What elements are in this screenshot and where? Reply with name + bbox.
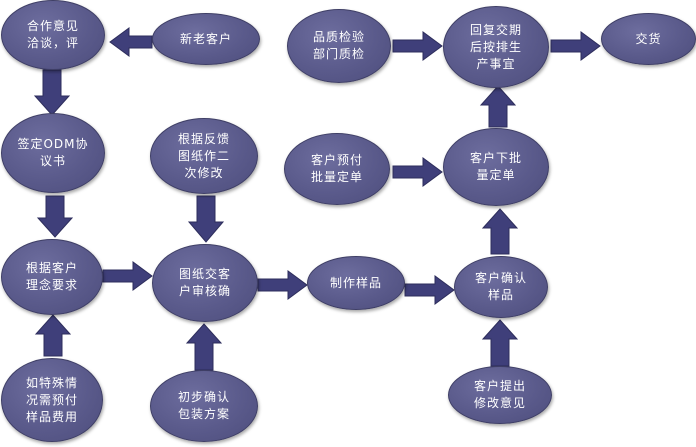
node-qianding-odm: 签定ODM协 议书 bbox=[1, 113, 105, 193]
node-jiaohuo: 交货 bbox=[601, 13, 696, 65]
arrow-tichu-to-queren bbox=[481, 319, 519, 367]
arrow-qianding-to-genju bbox=[36, 195, 74, 238]
node-kehu-tichu: 客户提出 修改意见 bbox=[448, 366, 552, 424]
node-xinlao-kehu: 新老客户 bbox=[152, 13, 260, 65]
arrow-pinzhi-to-huifu bbox=[392, 31, 443, 61]
node-huifu-jiaoqi: 回复交期 后按排生 产事宜 bbox=[443, 6, 549, 88]
arrow-teshu-to-genju bbox=[34, 314, 72, 357]
node-genju-linian: 根据客户 理念要求 bbox=[1, 239, 103, 315]
arrow-tuzhi-to-zhizuo bbox=[257, 270, 308, 300]
node-kehu-queren: 客户确认 样品 bbox=[454, 256, 548, 318]
arrow-fankui-to-tuzhi bbox=[187, 195, 225, 243]
node-chubu-queren: 初步确认 包装方案 bbox=[150, 370, 258, 442]
arrow-zhizuo-to-queren bbox=[404, 275, 455, 305]
arrow-yufu-to-xiapi bbox=[392, 157, 443, 187]
arrow-huifu-to-jiaohuo bbox=[550, 31, 601, 61]
arrow-xiapi-to-huifu bbox=[479, 85, 517, 128]
arrow-hezuo-to-qianding bbox=[33, 69, 71, 116]
arrow-chubu-to-tuzhi bbox=[185, 323, 223, 371]
arrow-xinlao-to-hezuo bbox=[109, 27, 153, 57]
node-tuzhi-shenhe: 图纸交客 户审核确 bbox=[152, 244, 258, 322]
node-kehu-xiapi: 客户下批 量定单 bbox=[443, 128, 549, 206]
node-kehu-yufu: 客户预付 批量定单 bbox=[284, 133, 390, 205]
node-pinzhi-jianyan: 品质检验 部门质检 bbox=[287, 9, 391, 83]
arrow-linian-to-tuzhi bbox=[102, 261, 153, 291]
node-teshu-qingkuang: 如特殊情 况需预付 样品费用 bbox=[1, 358, 103, 442]
node-zhizuo-yangpin: 制作样品 bbox=[307, 256, 405, 310]
node-hezuo-yijian: 合作意见 洽谈，评 bbox=[1, 0, 105, 70]
arrow-queren-to-xiapi bbox=[481, 208, 519, 255]
node-genju-fankui: 根据反馈 图纸作二 次修改 bbox=[150, 118, 258, 194]
